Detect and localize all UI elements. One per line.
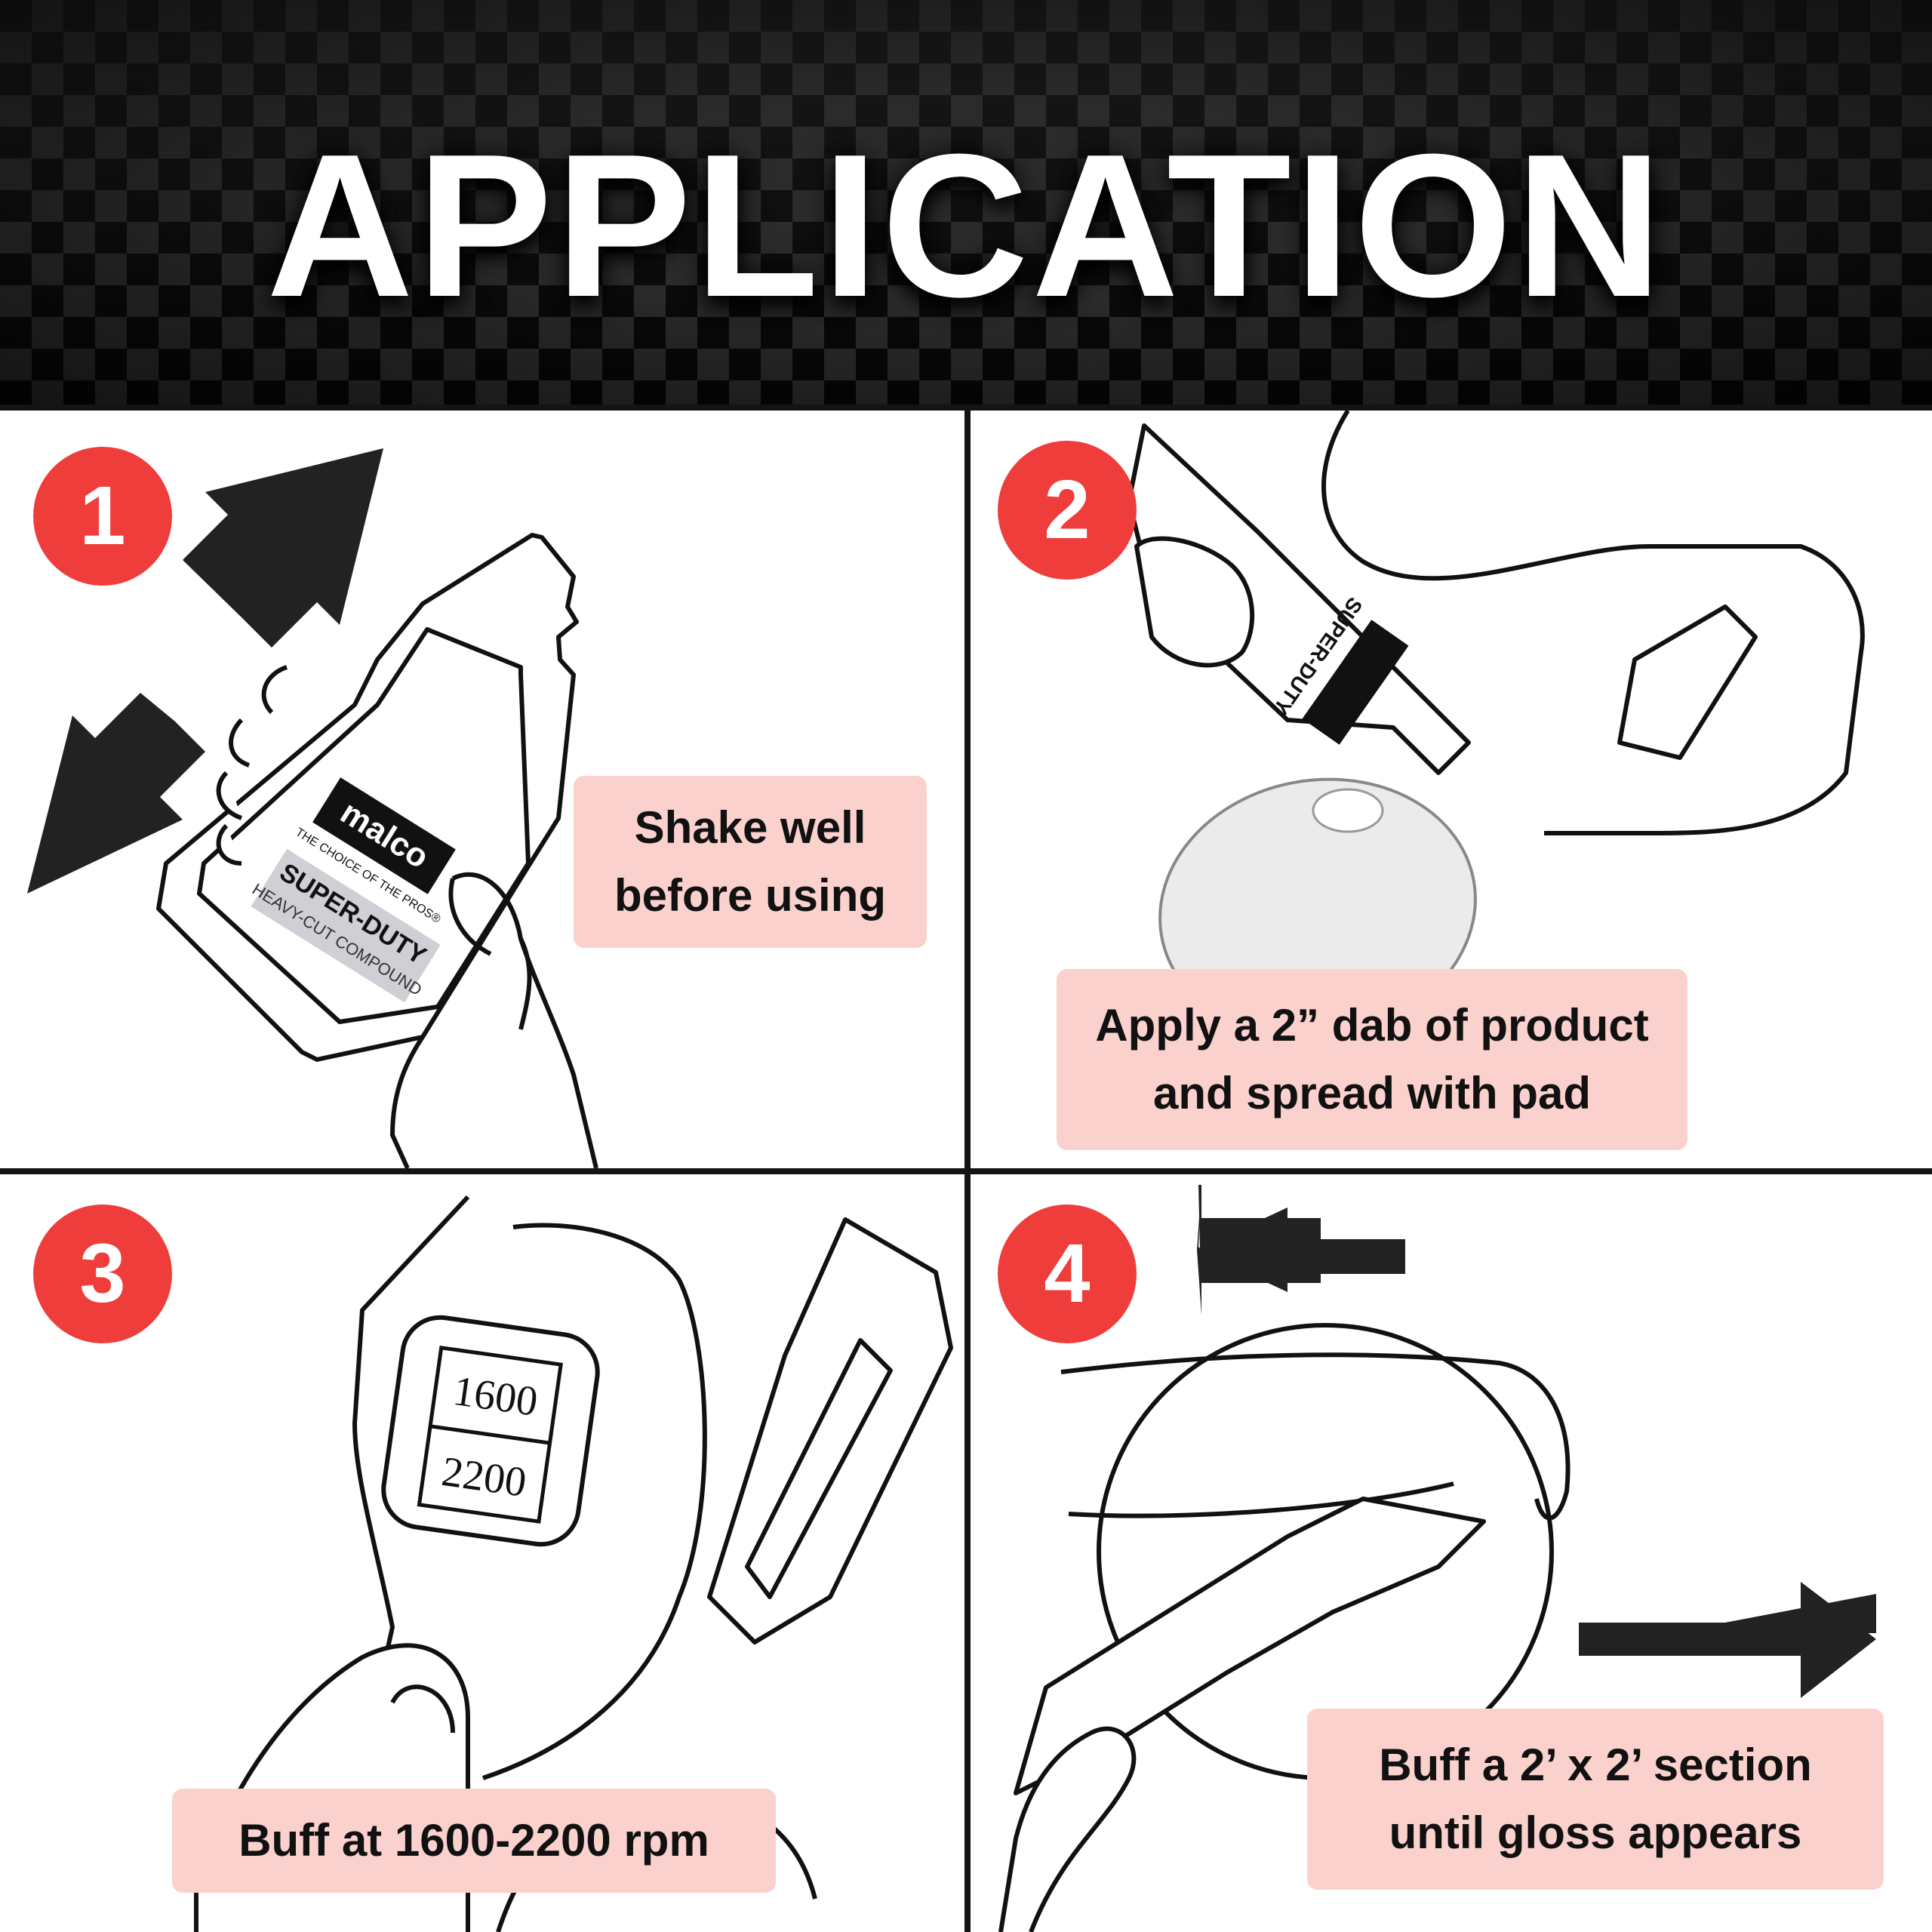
step-3-panel: 1600 2200 3 Buff at 1600-2200 rpm bbox=[0, 1174, 964, 1932]
step-1-panel: malco THE CHOICE OF THE PROS® SUPER-DUTY… bbox=[0, 411, 964, 1168]
step-badge: 4 bbox=[998, 1204, 1137, 1343]
step-badge: 1 bbox=[33, 447, 172, 586]
hand-outline bbox=[390, 872, 598, 1168]
arrow-right-icon-main bbox=[1668, 1582, 1876, 1698]
product-dab bbox=[1312, 788, 1384, 833]
caption-line: Shake well bbox=[634, 802, 866, 853]
speed-dial-low: 1600 bbox=[451, 1367, 541, 1426]
bottle-label-band bbox=[251, 848, 441, 1003]
step-4-panel: 4 Buff a 2’ x 2’ section until gloss app… bbox=[971, 1174, 1932, 1932]
page-title: APPLICATION bbox=[266, 112, 1666, 340]
arrow-left-icon-full bbox=[1197, 1208, 1405, 1292]
arm-lower-outline bbox=[1068, 1481, 1454, 1518]
arrow-up-right-icon bbox=[183, 448, 383, 648]
step-badge: 3 bbox=[33, 1204, 172, 1343]
arm-upper-outline bbox=[1060, 1352, 1571, 1521]
caption-line: Buff at 1600-2200 rpm bbox=[238, 1815, 709, 1866]
step-caption: Buff a 2’ x 2’ section until gloss appea… bbox=[1307, 1709, 1884, 1890]
arrow-right-icon bbox=[1579, 1623, 1668, 1656]
polisher-outline bbox=[1014, 1497, 1486, 1795]
bottle-logo bbox=[312, 777, 456, 894]
handle-grip bbox=[745, 1338, 893, 1599]
banner: APPLICATION bbox=[0, 0, 1932, 406]
step-badge: 2 bbox=[998, 441, 1137, 580]
divider-middle-vertical bbox=[964, 408, 971, 1932]
speed-dial: 1600 2200 bbox=[381, 1315, 600, 1547]
speed-dial-high: 2200 bbox=[439, 1448, 530, 1506]
polisher-outline bbox=[1617, 605, 1758, 760]
fingers-outline bbox=[216, 665, 288, 866]
step-caption: Apply a 2” dab of product and spread wit… bbox=[1057, 969, 1687, 1150]
caption-line: until gloss appears bbox=[1389, 1807, 1802, 1858]
polisher-handle-outline bbox=[707, 1217, 953, 1644]
hand-lower-outline bbox=[998, 1726, 1137, 1932]
step-1-illustration: malco THE CHOICE OF THE PROS® SUPER-DUTY… bbox=[27, 448, 598, 1168]
bottle-label-frame bbox=[197, 627, 531, 1024]
caption-line: Apply a 2” dab of product bbox=[1095, 1000, 1649, 1051]
step-caption: Buff at 1600-2200 rpm bbox=[172, 1789, 776, 1893]
bottle-logo bbox=[1302, 620, 1409, 745]
caption-line: Buff a 2’ x 2’ section bbox=[1379, 1740, 1812, 1790]
step-2-panel: SUPER-DUTY 2 Apply a 2” dab of product a… bbox=[971, 411, 1932, 1168]
arrow-down-left-icon bbox=[27, 693, 205, 894]
caption-line: and spread with pad bbox=[1152, 1068, 1592, 1118]
hand-outline bbox=[1134, 536, 1255, 668]
step-caption: Shake well before using bbox=[574, 776, 927, 948]
step-4-illustration bbox=[998, 1185, 1876, 1932]
caption-line: before using bbox=[614, 870, 887, 921]
arm-outline bbox=[1321, 411, 1865, 835]
polisher-body-outline bbox=[315, 1195, 707, 1855]
